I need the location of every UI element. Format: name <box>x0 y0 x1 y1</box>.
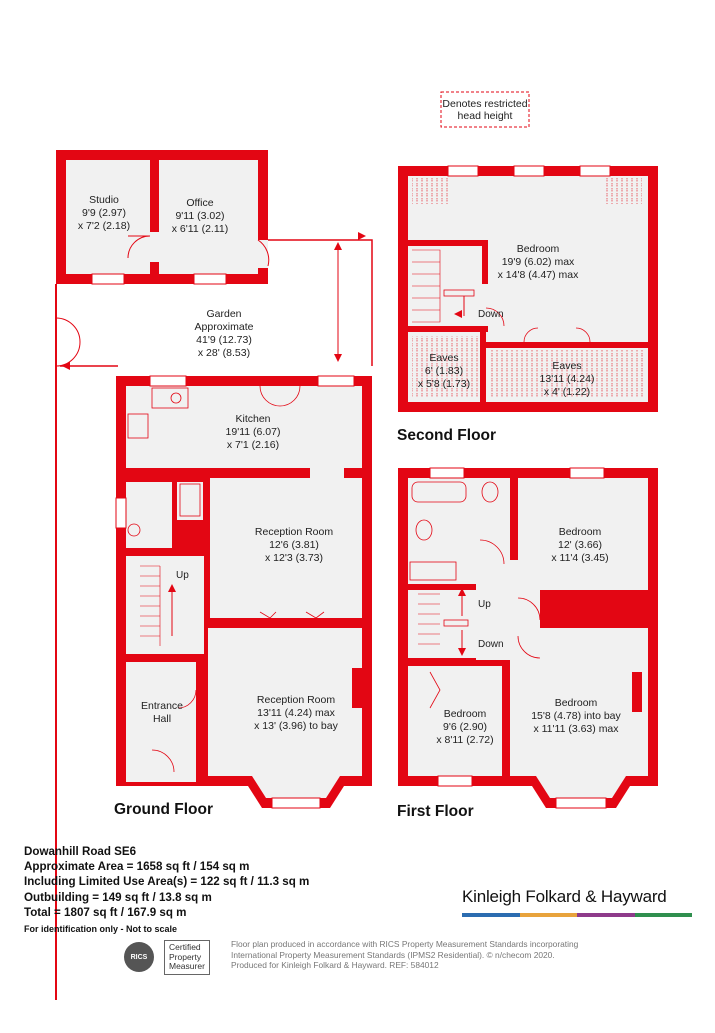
footnote: Floor plan produced in accordance with R… <box>231 939 591 971</box>
bedroom-right-name: Bedroom <box>559 526 602 538</box>
outbuilding-area: Outbuilding = 149 sq ft / 13.8 sq m <box>24 890 212 904</box>
bedroom-bay-dim1: 15'8 (4.78) into bay <box>531 710 621 722</box>
approximate-area: Approximate Area = 1658 sq ft / 154 sq m <box>24 860 250 874</box>
eaves2-dim1: 13'11 (4.24) <box>540 373 595 385</box>
agent-brand: Kinleigh Folkard & Hayward <box>462 887 692 917</box>
bedroom-top-dim2: x 14'8 (4.47) max <box>498 269 580 281</box>
garden-sub: Approximate <box>195 321 254 333</box>
area-summary: Dowanhill Road SE6 Approximate Area = 16… <box>24 844 309 937</box>
office-dim2: x 6'11 (2.11) <box>172 223 228 235</box>
garden-name: Garden <box>206 308 241 320</box>
bedroom-top-name: Bedroom <box>517 243 560 255</box>
reception1-dim1: 12'6 (3.81) <box>269 539 319 551</box>
garden-dim1: 41'9 (12.73) <box>196 334 252 346</box>
rics-badge: RICS Certified Property Measurer <box>124 940 210 975</box>
cert-line3: Measurer <box>169 961 205 971</box>
outbuilding <box>56 150 270 285</box>
legend-line2: head height <box>458 110 513 122</box>
first-floor-plan <box>398 467 658 809</box>
brand-bar-segment <box>519 913 577 917</box>
eaves1-dim1: 6' (1.83) <box>425 365 463 377</box>
rics-logo-icon: RICS <box>124 942 154 973</box>
studio-name: Studio <box>89 194 119 206</box>
restricted-height-legend: Denotes restricted head height <box>440 91 530 128</box>
entrance-name: Entrance <box>141 700 183 712</box>
kitchen-dim1: 19'11 (6.07) <box>226 426 281 438</box>
eaves2-name: Eaves <box>552 360 581 372</box>
bedroom-small-name: Bedroom <box>444 708 487 720</box>
kitchen-dim2: x 7'1 (2.16) <box>227 439 279 451</box>
room-labels: Studio 9'9 (2.97) x 7'2 (2.18) Office 9'… <box>78 194 622 820</box>
cert-line2: Property <box>169 951 202 962</box>
second-floor-title: Second Floor <box>397 427 496 444</box>
cert-line1: Certified <box>169 942 201 952</box>
office-name: Office <box>186 197 213 209</box>
brand-color-bar <box>462 913 692 917</box>
agent-name: Kinleigh Folkard & Hayward <box>462 887 667 906</box>
first-floor-title: First Floor <box>397 803 474 820</box>
second-stairs-down: Down <box>478 309 504 320</box>
bedroom-small-dim2: x 8'11 (2.72) <box>436 734 493 746</box>
reception2-name: Reception Room <box>257 694 335 706</box>
second-floor-plan <box>398 165 658 412</box>
rics-logo-text: RICS <box>130 953 148 961</box>
address: Dowanhill Road SE6 <box>24 845 137 858</box>
bedroom-bay-name: Bedroom <box>555 697 598 709</box>
bedroom-top-dim1: 19'9 (6.02) max <box>502 256 575 268</box>
brand-bar-segment <box>634 913 692 917</box>
ground-floor-title: Ground Floor <box>114 801 213 818</box>
eaves1-dim2: x 5'8 (1.73) <box>418 378 470 390</box>
total-area: Total = 1807 sq ft / 167.9 sq m <box>24 905 187 919</box>
first-stairs-down: Down <box>478 639 504 650</box>
limited-use-area: Including Limited Use Area(s) = 122 sq f… <box>24 875 310 889</box>
reception1-dim2: x 12'3 (3.73) <box>265 552 323 564</box>
brand-bar-segment <box>462 913 520 917</box>
brand-bar-segment <box>577 913 635 917</box>
kitchen-name: Kitchen <box>235 413 270 425</box>
identification-note: For identification only - Not to scale <box>24 924 178 935</box>
reception2-dim2: x 13' (3.96) to bay <box>254 720 338 732</box>
first-stairs-up: Up <box>478 599 491 610</box>
ground-stairs-up: Up <box>176 570 189 581</box>
footnote-line2: International Property Measurement Stand… <box>231 949 555 960</box>
studio-dim2: x 7'2 (2.18) <box>78 220 130 232</box>
bedroom-right-dim1: 12' (3.66) <box>558 539 602 551</box>
certified-measurer-label: Certified Property Measurer <box>164 940 210 975</box>
legend-line1: Denotes restricted <box>442 98 527 110</box>
entrance-name2: Hall <box>153 713 171 725</box>
studio-dim1: 9'9 (2.97) <box>82 207 126 219</box>
footnote-line1: Floor plan produced in accordance with R… <box>231 939 579 949</box>
reception1-name: Reception Room <box>255 526 333 538</box>
bedroom-small-dim1: 9'6 (2.90) <box>443 721 487 733</box>
eaves2-dim2: x 4' (1.22) <box>544 386 590 398</box>
office-dim1: 9'11 (3.02) <box>175 210 224 222</box>
reception2-dim1: 13'11 (4.24) max <box>257 707 335 719</box>
garden-dim2: x 28' (8.53) <box>198 347 250 359</box>
eaves1-name: Eaves <box>429 352 458 364</box>
bedroom-right-dim2: x 11'4 (3.45) <box>551 552 608 564</box>
footnote-line3: Produced for Kinleigh Folkard & Hayward.… <box>231 960 439 971</box>
bedroom-bay-dim2: x 11'11 (3.63) max <box>533 723 619 735</box>
ground-floor-plan <box>115 375 372 809</box>
garden-outline <box>55 232 373 1000</box>
